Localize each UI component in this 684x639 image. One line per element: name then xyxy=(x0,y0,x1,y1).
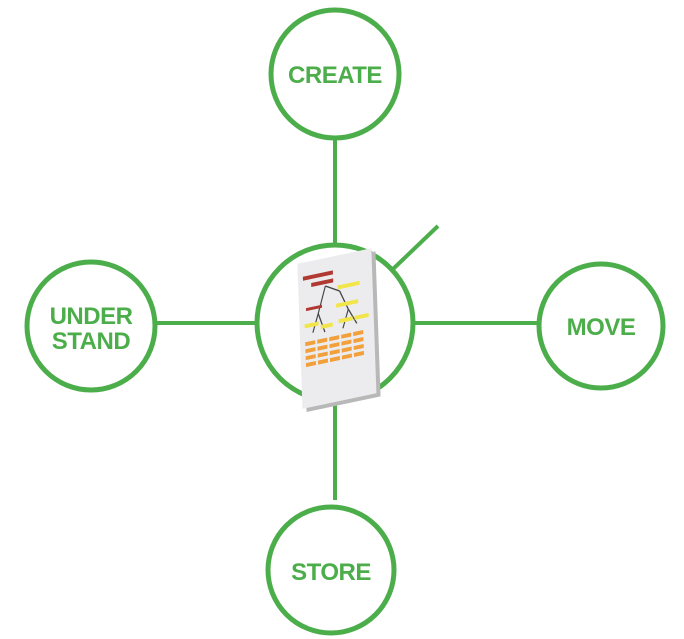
node-store-label: STORE xyxy=(291,559,371,586)
node-understand-label-line1: UNDER xyxy=(50,303,133,330)
document-page xyxy=(297,248,377,409)
node-understand-label-line2: STAND xyxy=(52,328,131,355)
node-create-label: CREATE xyxy=(288,62,382,89)
node-understand[interactable]: UNDER STAND xyxy=(24,259,158,393)
node-move[interactable]: MOVE xyxy=(536,261,666,391)
node-store[interactable]: STORE xyxy=(265,504,397,636)
hierarchy-document-icon xyxy=(297,248,381,413)
connector-diagonal xyxy=(390,224,440,272)
connectors xyxy=(154,138,540,500)
node-move-label: MOVE xyxy=(567,314,636,341)
node-create[interactable]: CREATE xyxy=(268,7,402,141)
node-center[interactable] xyxy=(254,242,416,413)
